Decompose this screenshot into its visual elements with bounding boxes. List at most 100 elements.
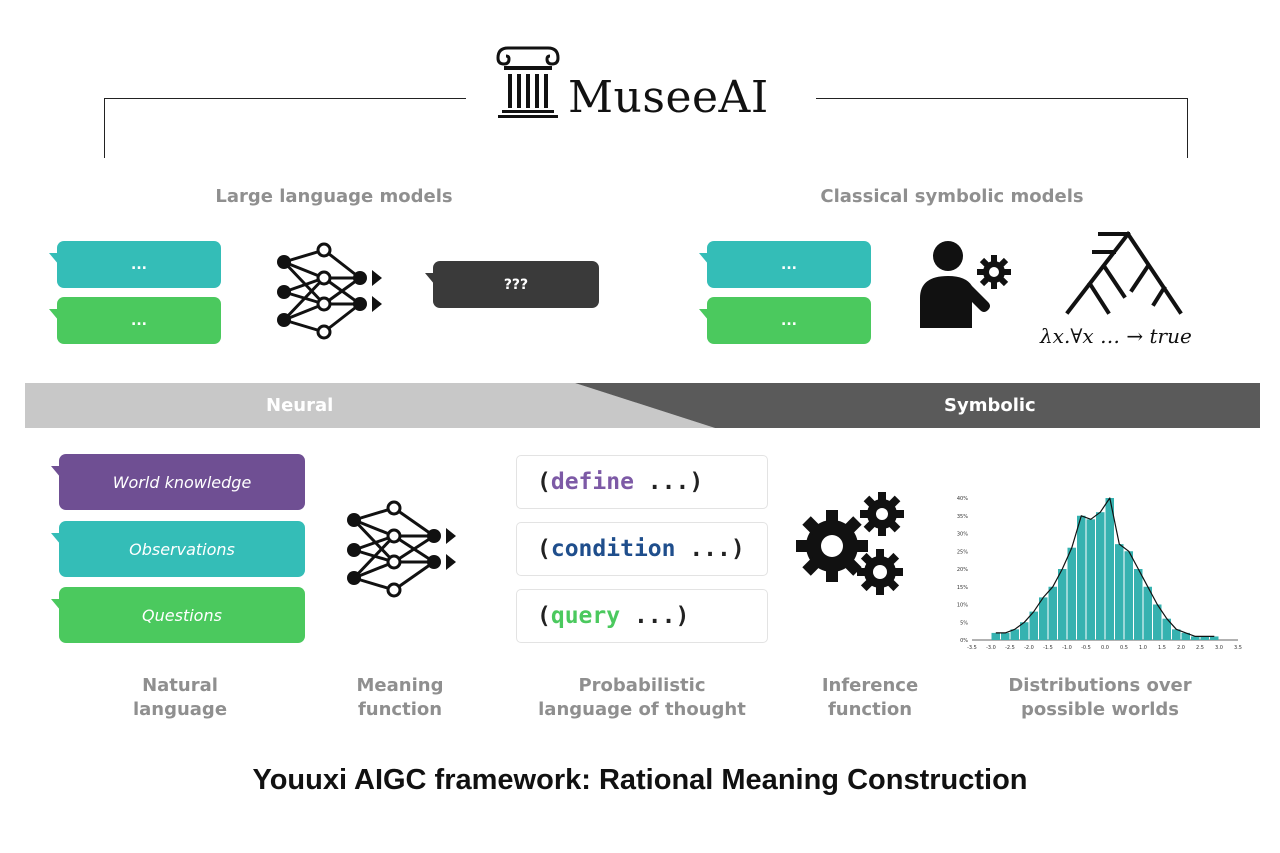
y-tick-label: 20% — [957, 567, 968, 573]
stage-line-1: Natural — [142, 675, 218, 696]
density-curve — [995, 497, 1215, 637]
bubble-tail — [49, 309, 59, 321]
histogram-bar — [1020, 622, 1029, 640]
symbolic-input-bubble-2: ... — [699, 297, 871, 344]
y-tick-label: 0% — [960, 638, 968, 644]
symbolic-section-title: Classical symbolic models — [820, 186, 1084, 207]
histogram-bar — [1001, 632, 1010, 640]
query-keyword: query — [550, 603, 621, 629]
y-tick-label: 15% — [957, 585, 968, 591]
stage-line-2: language — [132, 699, 228, 720]
histogram-bar — [1210, 636, 1219, 640]
stage-line-2: function — [827, 699, 913, 720]
bracket-right-horizontal — [816, 98, 1188, 99]
gears-icon — [796, 492, 904, 595]
y-tick-label: 5% — [960, 620, 968, 626]
code-rest: ...) — [633, 469, 704, 495]
bubble-text: ??? — [503, 276, 529, 293]
histogram-bar — [1029, 611, 1038, 640]
histogram-bar — [991, 632, 1000, 640]
bubble-tail — [425, 273, 435, 285]
bubble-text: World knowledge — [112, 472, 252, 492]
gear-small-icon-bottom — [857, 549, 903, 595]
column-icon — [496, 46, 560, 118]
x-tick-label: -2.0 — [1024, 645, 1034, 651]
neural-network-icon — [277, 242, 382, 340]
stage-natural-language: Natural language — [100, 674, 260, 722]
symbolic-label: Symbolic — [944, 395, 1036, 416]
parse-tree-icon — [1065, 231, 1183, 315]
histogram-bar — [1162, 618, 1171, 640]
stage-line-1: Distributions over — [1008, 675, 1192, 696]
bubble-tail — [699, 309, 709, 321]
x-tick-label: -1.0 — [1062, 645, 1072, 651]
llm-section-title: Large language models — [215, 186, 453, 207]
meaning-function-network-icon — [347, 500, 456, 598]
code-paren: ( — [537, 603, 551, 629]
y-tick-label: 35% — [957, 514, 968, 520]
stage-distributions: Distributions over possible worlds — [990, 674, 1210, 722]
logo: MuseeAI — [492, 44, 792, 120]
define-keyword: define — [550, 469, 634, 495]
bracket-right-vertical — [1187, 98, 1188, 158]
neural-label: Neural — [266, 395, 334, 416]
x-tick-label: 1.5 — [1158, 645, 1166, 651]
logic-formula: λx.∀x … → true — [1040, 324, 1192, 348]
query-code-box: (query ...) — [516, 589, 768, 643]
symbolic-input-bubble-1: ... — [699, 241, 871, 288]
histogram-bar — [1153, 604, 1162, 640]
x-tick-label: 2.5 — [1196, 645, 1204, 651]
stage-meaning-function: Meaning function — [320, 674, 480, 722]
y-tick-label: 25% — [957, 549, 968, 555]
stage-probabilistic-lot: Probabilistic language of thought — [532, 674, 752, 722]
x-tick-label: 1.0 — [1139, 645, 1147, 651]
neural-symbolic-band — [25, 383, 1260, 428]
bubble-text: ... — [781, 256, 797, 273]
bubble-tail — [51, 466, 61, 478]
x-tick-label: -3.0 — [986, 645, 996, 651]
llm-output-bubble: ??? — [425, 261, 599, 308]
stage-line-2: language of thought — [538, 699, 746, 720]
bracket-left-horizontal — [104, 98, 466, 99]
histogram-bar — [1200, 636, 1209, 640]
bubble-tail — [49, 253, 59, 265]
x-tick-label: 3.0 — [1215, 645, 1223, 651]
x-tick-label: -0.5 — [1081, 645, 1091, 651]
histogram-bar — [1077, 515, 1086, 640]
bubble-tail — [699, 253, 709, 265]
bubble-text: Questions — [142, 605, 222, 625]
histogram-bar — [1124, 551, 1133, 640]
distribution-histogram: 0%5%10%15%20%25%30%35%40%-3.5-3.0-2.5-2.… — [957, 496, 1242, 651]
y-tick-label: 10% — [957, 603, 968, 609]
x-tick-label: 3.5 — [1234, 645, 1242, 651]
define-code-box: (define ...) — [516, 455, 768, 509]
condition-code-box: (condition ...) — [516, 522, 768, 576]
observations-bubble: Observations — [51, 521, 305, 577]
stage-inference-function: Inference function — [790, 674, 950, 722]
histogram-bar — [1143, 586, 1152, 640]
x-tick-label: -2.5 — [1005, 645, 1015, 651]
bubble-text: ... — [131, 256, 147, 273]
histogram-bar — [1039, 597, 1048, 640]
person-gear-icon — [920, 241, 1011, 328]
histogram-bar — [1134, 569, 1143, 640]
bubble-tail — [51, 533, 61, 545]
histogram-bar — [1010, 629, 1019, 640]
x-tick-label: 0.5 — [1120, 645, 1128, 651]
histogram-bar — [1048, 586, 1057, 640]
bubble-text: ... — [131, 312, 147, 329]
histogram-bar — [1181, 632, 1190, 640]
y-tick-label: 30% — [957, 532, 968, 538]
llm-input-bubble-1: ... — [49, 241, 221, 288]
logo-text: MuseeAI — [568, 72, 769, 123]
histogram-bar — [1067, 547, 1076, 640]
code-rest: ...) — [620, 603, 690, 629]
stage-line-2: function — [357, 699, 443, 720]
figure-caption: Youuxi AIGC framework: Rational Meaning … — [252, 764, 1028, 796]
code-paren: ( — [537, 469, 551, 495]
condition-keyword: condition — [550, 536, 676, 562]
stage-line-2: possible worlds — [1020, 699, 1180, 720]
histogram-bar — [1086, 519, 1095, 640]
world-knowledge-bubble: World knowledge — [51, 454, 305, 510]
stage-line-1: Inference — [821, 675, 919, 696]
